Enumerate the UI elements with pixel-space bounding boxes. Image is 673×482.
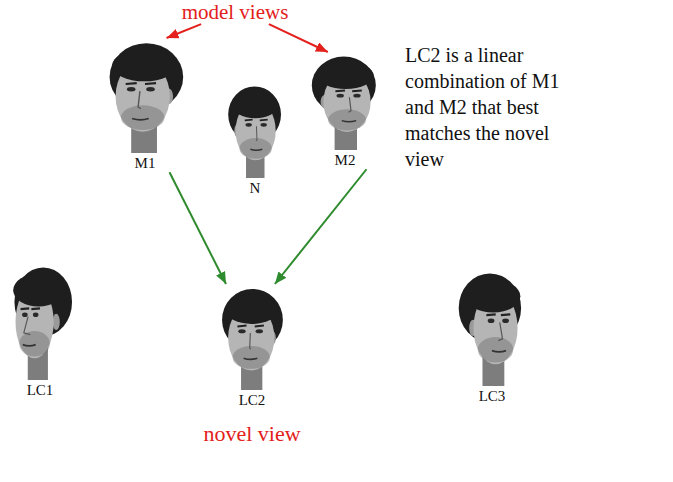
eyebrow	[486, 313, 495, 316]
mouth	[244, 358, 258, 359]
nose	[256, 126, 258, 141]
face-image	[453, 268, 531, 386]
face-image	[99, 38, 191, 153]
eye	[127, 87, 136, 91]
nose	[138, 91, 141, 109]
nose	[24, 316, 30, 334]
eyebrow	[145, 82, 156, 85]
eye	[33, 312, 39, 317]
beard-shadow	[478, 337, 513, 362]
arrow-connector	[170, 172, 227, 284]
view-label: LC1	[1, 382, 79, 399]
eyebrow	[126, 82, 137, 85]
eyebrow	[245, 119, 253, 122]
eyebrow	[335, 90, 345, 93]
eye	[238, 329, 245, 333]
nose	[349, 97, 351, 112]
hair-top	[225, 295, 278, 324]
eye	[256, 329, 263, 333]
face-view: N	[219, 82, 291, 197]
view-label: LC2	[200, 392, 304, 409]
beard-shadow	[328, 109, 366, 130]
eye	[353, 94, 360, 98]
beard-shadow	[121, 105, 165, 130]
face-view: M2	[302, 52, 388, 169]
arrow-connector	[275, 169, 367, 284]
view-label: M1	[96, 155, 194, 172]
eye	[245, 123, 251, 127]
face-view: LC3	[450, 268, 534, 405]
annotation-text: novel view	[200, 421, 304, 446]
eye	[22, 312, 28, 317]
explanation-text: LC2 is a linear combination of M1 and M2…	[405, 42, 577, 172]
beard-shadow	[233, 346, 270, 369]
mouth	[250, 149, 262, 150]
face-image	[222, 82, 288, 178]
nose	[249, 333, 251, 349]
eyebrow	[31, 307, 40, 310]
hair-top	[232, 92, 278, 119]
view-label: M2	[302, 152, 388, 169]
eye	[488, 318, 495, 323]
annotation-text: model views	[179, 0, 292, 24]
hair-top	[318, 62, 374, 89]
arrow-connector	[269, 24, 328, 52]
annotation-node: model views	[179, 0, 292, 24]
hair-top	[13, 274, 63, 307]
face-image	[4, 262, 76, 380]
eyebrow	[255, 325, 264, 328]
eyebrow	[501, 313, 510, 316]
mouth	[23, 345, 36, 346]
mouth	[492, 351, 506, 352]
face-view: LC1	[1, 262, 79, 399]
view-label: LC3	[450, 388, 534, 405]
eyebrow	[237, 325, 246, 328]
eye	[146, 87, 155, 91]
arrow-connector	[167, 24, 202, 38]
hair-top	[112, 50, 176, 82]
eyebrow	[260, 119, 268, 122]
nose	[498, 322, 502, 340]
face-image	[305, 52, 385, 150]
mouth	[342, 121, 356, 122]
mouth	[132, 119, 149, 120]
face-view: M1	[96, 38, 194, 172]
view-label: N	[219, 180, 291, 197]
beard-shadow	[239, 138, 271, 159]
eye	[261, 123, 267, 127]
hair-top	[466, 280, 521, 313]
eyebrow	[352, 90, 362, 93]
face-image	[214, 284, 290, 390]
eye	[337, 94, 344, 98]
eyebrow	[21, 307, 30, 310]
eye	[502, 318, 509, 323]
face-view: LC2 novel view	[200, 284, 304, 447]
beard-shadow	[19, 331, 50, 356]
